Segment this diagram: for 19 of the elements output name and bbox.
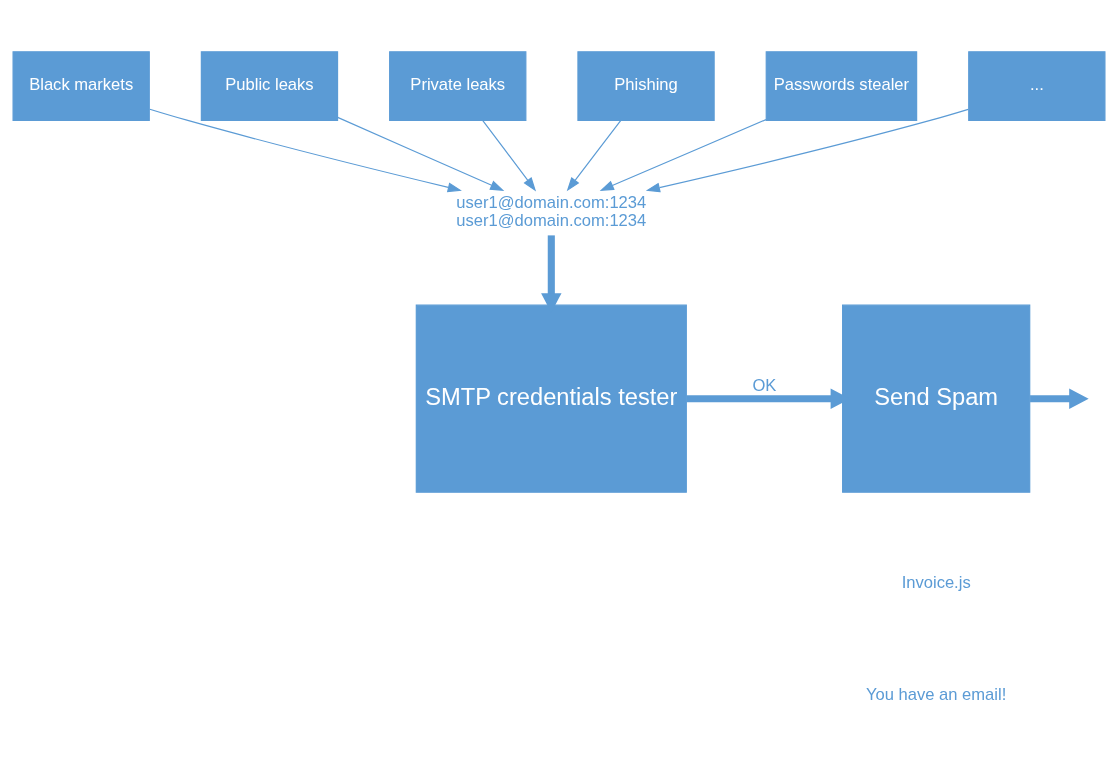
- edge-label: OK: [752, 375, 777, 395]
- node-box: ...: [968, 50, 1106, 121]
- node-box: Public leaks: [200, 50, 339, 121]
- label: You have an email!: [866, 684, 1007, 704]
- node-box: Black markets: [12, 50, 150, 121]
- arrow: [599, 118, 767, 191]
- arrow: [566, 119, 622, 191]
- arrow: [337, 116, 505, 191]
- node-box: Passwords stealer: [765, 50, 918, 121]
- arrow: [1030, 387, 1089, 409]
- node-box: Phishing: [577, 50, 715, 121]
- arrow: [482, 119, 537, 191]
- node-text: user1@domain.com:1234 user1@domain.com:1234: [456, 192, 647, 230]
- node-box: SMTP credentials tester: [415, 304, 687, 493]
- arrow: [645, 108, 969, 192]
- node-box: Send Spam: [842, 304, 1031, 493]
- label: Invoice.js: [901, 572, 971, 592]
- arrow: [149, 108, 462, 192]
- node-box: Private leaks: [389, 50, 527, 121]
